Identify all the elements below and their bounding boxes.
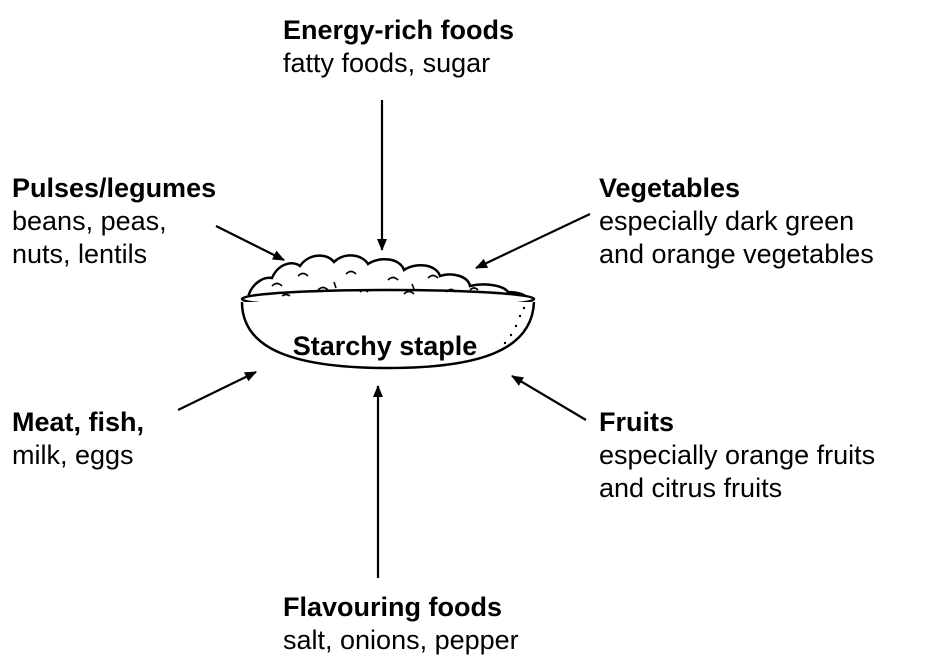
energy-rich-foods-desc: fatty foods, sugar [283, 47, 514, 80]
vegetables-desc-2: and orange vegetables [599, 238, 874, 271]
fruits-desc-1: especially orange fruits [599, 439, 875, 472]
vegetables-title: Vegetables [599, 172, 874, 205]
flavouring-foods-group: Flavouring foods salt, onions, pepper [283, 591, 519, 657]
fruits-title: Fruits [599, 406, 875, 439]
arrow-meat [178, 372, 256, 410]
bowl-illustration: Starchy staple [242, 255, 534, 368]
vegetables-desc-1: especially dark green [599, 205, 874, 238]
pulses-legumes-title: Pulses/legumes [12, 172, 216, 205]
pulses-legumes-group: Pulses/legumes beans, peas, nuts, lentil… [12, 172, 216, 271]
energy-rich-foods-group: Energy-rich foods fatty foods, sugar [283, 14, 514, 80]
arrow-vegetables [476, 214, 590, 268]
flavouring-foods-title: Flavouring foods [283, 591, 519, 624]
arrow-fruits [512, 376, 586, 420]
starchy-staple-label: Starchy staple [293, 331, 478, 361]
vegetables-group: Vegetables especially dark green and ora… [599, 172, 874, 271]
fruits-desc-2: and citrus fruits [599, 472, 875, 505]
energy-rich-foods-title: Energy-rich foods [283, 14, 514, 47]
flavouring-foods-desc: salt, onions, pepper [283, 624, 519, 657]
meat-fish-desc: milk, eggs [12, 439, 144, 472]
meat-fish-group: Meat, fish, milk, eggs [12, 406, 144, 472]
arrow-pulses [216, 226, 284, 260]
pulses-legumes-desc-2: nuts, lentils [12, 238, 216, 271]
fruits-group: Fruits especially orange fruits and citr… [599, 406, 875, 505]
meat-fish-title: Meat, fish, [12, 406, 144, 439]
pulses-legumes-desc-1: beans, peas, [12, 205, 216, 238]
